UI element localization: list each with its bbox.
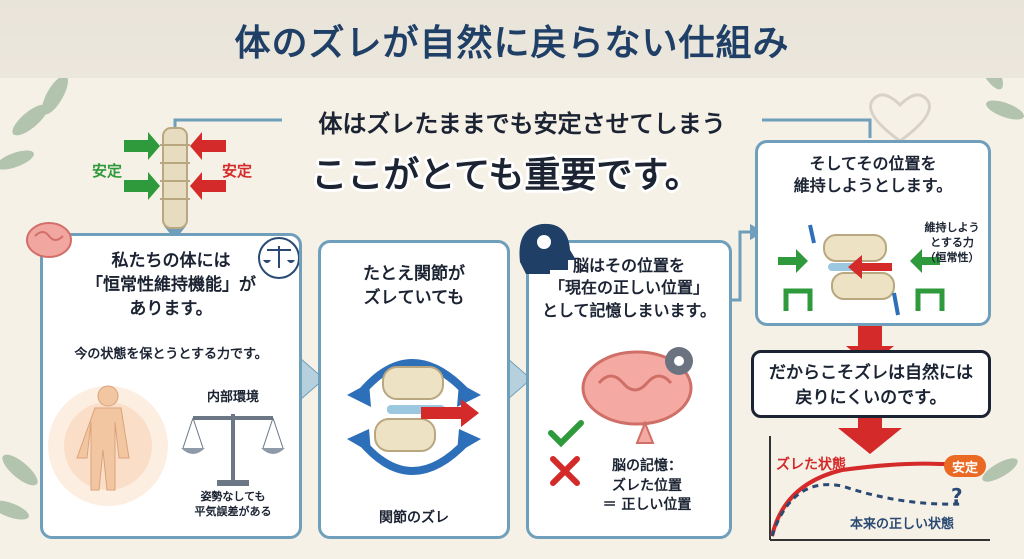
graph-label-bottom: 本来の正しい状態: [850, 517, 955, 532]
panel-joint-misalignment: たとえ関節が ズレていても 関節のズレ: [318, 240, 510, 539]
graph-label-top: ズレた状態: [776, 457, 846, 473]
graph-question: ?: [951, 484, 963, 508]
memory-line1: 脳の記憶：: [612, 458, 682, 474]
graph-badge: 安定: [951, 461, 978, 476]
scale-circle-icon: [258, 237, 299, 279]
panel3-line2: 「現在の正しい位置」: [548, 278, 709, 298]
panel4-note-line1: 維持しよう: [924, 221, 980, 234]
scale-note-line1: 姿勢なしても: [200, 490, 266, 503]
title-bar: [0, 0, 1024, 78]
conclusion-callout: だからこそズレは自然には 戻りにくいのです。: [751, 350, 991, 418]
leaf-decoration-left: [0, 75, 68, 520]
panel1-line2: 「恒常性維持機能」が: [86, 274, 256, 295]
headline-line2: ここがとても重要です。: [311, 155, 701, 196]
conclusion-line2: 戻りにくいのです。: [795, 387, 947, 408]
headline-line1: 体はズレたままでも安定させてしまう: [282, 104, 762, 139]
scale-label: 内部環境: [206, 390, 259, 405]
scale-note-line2: 平気誤差がある: [194, 504, 272, 518]
panel-brain-memory: 脳はその位置を 「現在の正しい位置」 として記憶しまいます。 脳の記憶： ズレた…: [526, 240, 732, 539]
body-glow-figure: [48, 385, 168, 506]
vertebra-hold-icon: [778, 224, 945, 316]
panel1-sub: 今の状態を保とうとする力です。: [74, 347, 268, 362]
panel2-line1: たとえ関節が: [363, 264, 465, 284]
panel-maintain-position: そしてその位置を 維持しようとします。 維持しよう とする力 （恒常性）: [755, 140, 991, 326]
spine-label-left: 安定: [92, 162, 123, 180]
conclusion-line1: だからこそズレは自然には: [769, 363, 973, 383]
panel4-line2: 維持しようとします。: [793, 176, 953, 196]
page-title: 体のズレが自然に戻らない仕組み: [234, 23, 790, 64]
panel-homeostasis: 私たちの体には 「恒常性維持機能」が あります。 今の状態を保とうとする力です。…: [40, 233, 302, 539]
balance-scale-icon: [181, 414, 285, 486]
panel2-caption: 関節のズレ: [379, 510, 449, 526]
panel1-line3: あります。: [129, 298, 213, 319]
panel4-note-line3: （恒常性）: [924, 250, 980, 264]
green-arrows-icon: [124, 132, 160, 200]
vertebra-shift-icon: [347, 359, 481, 475]
spine-label-right: 安定: [222, 162, 253, 180]
panel2-line2: ズレていても: [363, 287, 465, 308]
memory-line3: ＝ 正しい位置: [602, 497, 692, 514]
panel4-line1: そしてその位置を: [809, 154, 937, 173]
panel1-line1: 私たちの体には: [111, 251, 231, 271]
panel3-line3: として記憶しまいます。: [542, 300, 716, 320]
panel4-note-line2: とする力: [930, 235, 974, 249]
brain-gear-icon: [548, 347, 693, 486]
memory-line2: ズレた位置: [612, 477, 682, 494]
red-arrows-icon: [190, 132, 226, 200]
panel3-line1: 脳はその位置を: [572, 256, 685, 275]
